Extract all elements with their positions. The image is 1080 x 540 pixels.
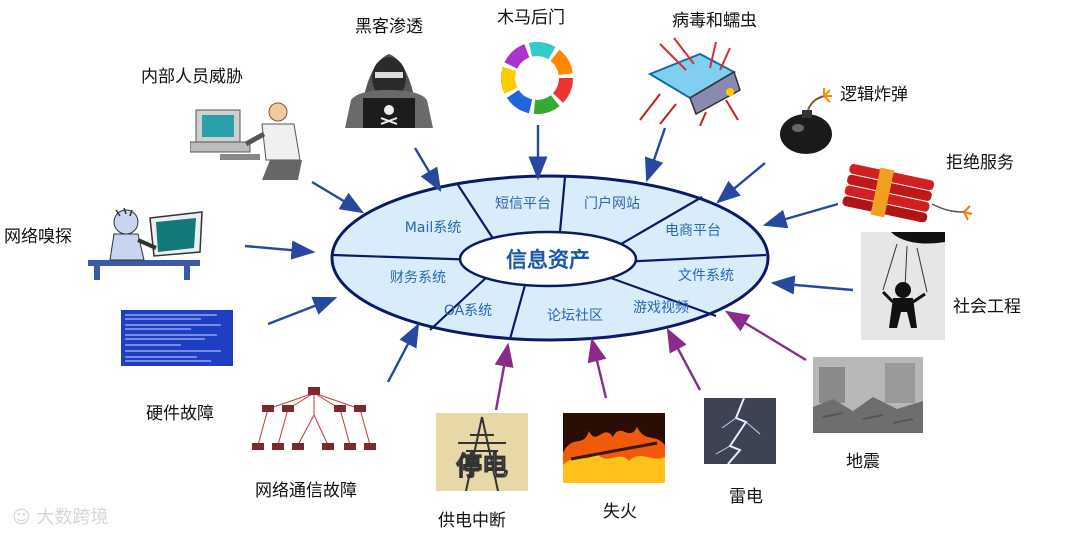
segment-file-system: 文件系统: [678, 268, 734, 284]
label-sniffing: 网络嗅探: [4, 227, 72, 247]
fire-image: [563, 413, 665, 483]
segment-finance: 财务系统: [390, 270, 446, 286]
arrow-hardware: [267, 296, 338, 326]
insider-computer-icon: [190, 102, 302, 180]
label-logic-bomb: 逻辑炸弹: [840, 85, 908, 105]
blue-screen-icon: [121, 310, 233, 366]
lightning-image: [704, 398, 776, 464]
label-trojan: 木马后门: [497, 8, 565, 28]
segment-sms-platform: 短信平台: [495, 196, 551, 212]
label-insider: 内部人员威胁: [141, 67, 243, 87]
label-hardware: 硬件故障: [146, 404, 214, 424]
segment-mail: Mail系统: [405, 220, 461, 236]
arrow-hacker: [413, 147, 442, 193]
network-topology-icon: [252, 387, 376, 450]
watermark-text: 大数跨境: [36, 507, 109, 528]
center-ellipse: [458, 230, 638, 288]
arrow-lightning: [666, 327, 702, 391]
blue-arrows: [244, 125, 854, 383]
puppet-icon: [861, 232, 945, 340]
arrow-logic-bomb: [716, 162, 766, 204]
sniffing-person-icon: [88, 208, 203, 280]
segment-ecommerce: 电商平台: [665, 223, 721, 239]
power-sign-text: 停电: [456, 451, 508, 482]
arrow-fire: [587, 337, 608, 399]
watermark: ☺ 大数跨境: [12, 503, 109, 529]
label-earthquake: 地震: [846, 452, 880, 472]
purple-arrows: [494, 310, 807, 411]
segment-oa: OA系统: [444, 303, 492, 319]
label-virus: 病毒和蠕虫: [672, 11, 757, 31]
label-hacker: 黑客渗透: [355, 17, 423, 37]
trojan-cycle-icon: [501, 42, 573, 114]
hacker-icon: [345, 54, 433, 128]
arrow-power-outage: [494, 342, 514, 411]
arrow-network-fault: [386, 322, 420, 383]
center-label: 信息资产: [506, 248, 590, 272]
arrow-earthquake: [724, 310, 807, 362]
arrow-social-eng: [770, 275, 854, 295]
label-social-eng: 社会工程: [953, 297, 1021, 317]
arrow-dos: [762, 202, 839, 229]
label-power-outage: 供电中断: [438, 511, 506, 531]
virus-bug-icon: [639, 37, 741, 126]
segment-forum: 论坛社区: [547, 308, 603, 324]
earthquake-image: [813, 357, 923, 433]
label-network-fault: 网络通信故障: [255, 481, 357, 501]
arrow-sniffing: [244, 240, 316, 260]
arrow-insider: [311, 180, 365, 214]
label-dos: 拒绝服务: [946, 153, 1014, 173]
watermark-logo-icon: ☺: [12, 507, 37, 528]
label-fire: 失火: [603, 502, 637, 522]
arrow-virus: [644, 127, 667, 183]
label-lightning: 雷电: [729, 487, 763, 507]
dynamite-icon: [842, 163, 973, 222]
logic-bomb-icon: [780, 88, 832, 154]
segment-portal: 门户网站: [584, 195, 640, 212]
segment-dividers: [332, 176, 767, 340]
power-outage-image: 停电: [436, 413, 528, 491]
segment-game-video: 游戏视频: [633, 300, 689, 316]
